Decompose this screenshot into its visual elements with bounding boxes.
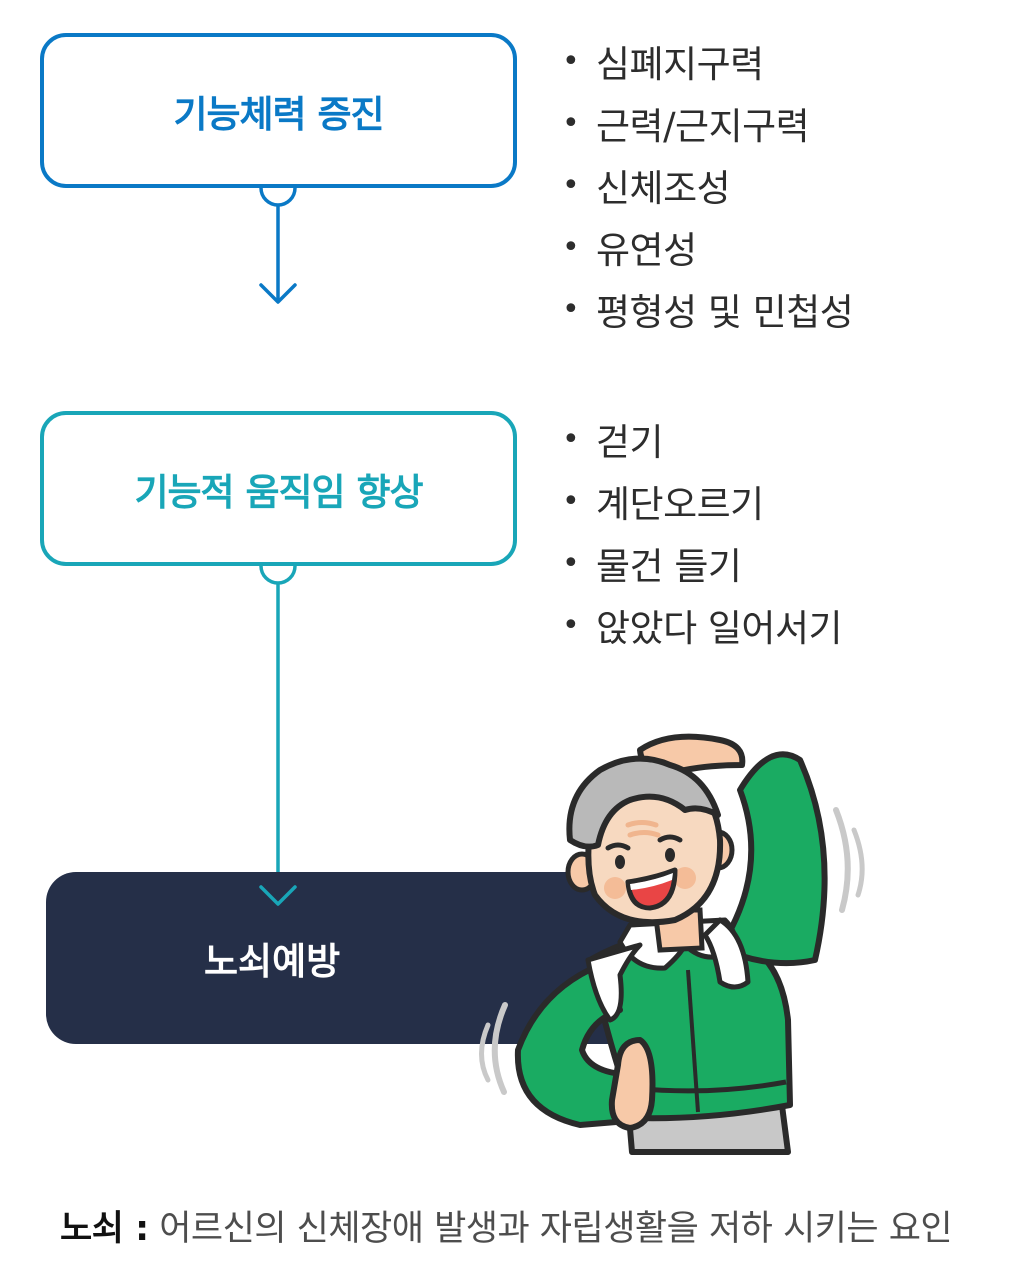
step-functional-fitness-box: 기능체력 증진 xyxy=(40,33,517,188)
note-term: 노쇠 : xyxy=(60,1209,149,1249)
step2-bullet-list: •걷기 •계단오르기 •물건 들기 •앉았다 일어서기 xyxy=(562,408,843,656)
arrow-down-icon xyxy=(259,283,297,304)
list-item: •평형성 및 민첩성 xyxy=(562,291,854,334)
list-item: •근력/근지구력 xyxy=(562,105,810,148)
elderly-person-exercising-illustration xyxy=(479,733,865,1155)
step1-bullet-list: •심폐지구력 •근력/근지구력 •신체조성 •유연성 •평형성 및 민첩성 xyxy=(562,30,854,340)
list-item: •유연성 xyxy=(562,229,697,272)
note-definition: 어르신의 신체장애 발생과 자립생활을 저하 시키는 요인 xyxy=(159,1209,953,1249)
list-item: •심폐지구력 xyxy=(562,43,764,86)
list-item: •계단오르기 xyxy=(562,483,764,526)
list-item: •물건 들기 xyxy=(562,545,742,588)
list-item: •걷기 xyxy=(562,421,664,464)
list-item: •앉았다 일어서기 xyxy=(562,607,843,650)
list-item: •신체조성 xyxy=(562,167,731,210)
step-functional-movement-box: 기능적 움직임 향상 xyxy=(40,411,517,566)
frailty-definition-note: 노쇠 : 어르신의 신체장애 발생과 자립생활을 저하 시키는 요인 xyxy=(60,1200,953,1251)
step1-title: 기능체력 증진 xyxy=(173,92,384,136)
step2-title: 기능적 움직임 향상 xyxy=(134,470,423,514)
arrow-down-icon xyxy=(259,885,297,906)
result-title: 노쇠예방 xyxy=(204,940,341,983)
